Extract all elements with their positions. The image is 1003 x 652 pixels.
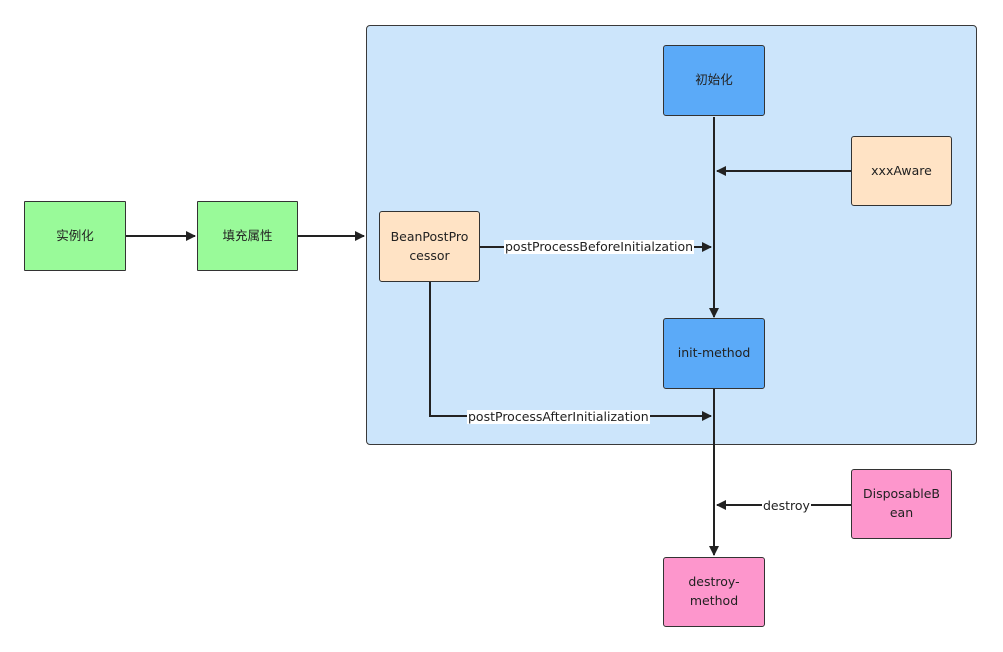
node-bean-post-processor: BeanPostPro cessor — [379, 211, 480, 282]
edge-label-after-init: postProcessAfterInitialization — [467, 409, 650, 424]
node-disposable-bean-label-2: ean — [889, 505, 914, 520]
node-disposable-bean: DisposableB ean — [851, 469, 952, 539]
node-bean-post-processor-label-2: cessor — [409, 247, 450, 263]
node-initialize-label: 初始化 — [695, 72, 733, 88]
edge-label-destroy: destroy — [762, 498, 811, 513]
node-instantiate: 实例化 — [24, 201, 126, 271]
node-populate-properties: 填充属性 — [197, 201, 298, 271]
node-destroy-method: destroy- method — [663, 557, 765, 627]
node-initialize: 初始化 — [663, 45, 765, 116]
node-xxx-aware-label: xxxAware — [871, 162, 932, 178]
node-init-method: init-method — [663, 318, 765, 389]
node-bean-post-processor-label-1: BeanPostPro — [390, 228, 469, 244]
node-init-method-label: init-method — [677, 345, 751, 361]
node-destroy-method-label-1: destroy- — [688, 574, 740, 590]
node-disposable-bean-label-1: DisposableB — [862, 486, 941, 502]
node-instantiate-label: 实例化 — [56, 227, 94, 243]
node-xxx-aware: xxxAware — [851, 136, 952, 206]
node-destroy-method-label-2: method — [689, 593, 739, 608]
node-populate-properties-label: 填充属性 — [222, 227, 273, 243]
edge-label-before-init: postProcessBeforeInitialzation — [504, 239, 695, 254]
